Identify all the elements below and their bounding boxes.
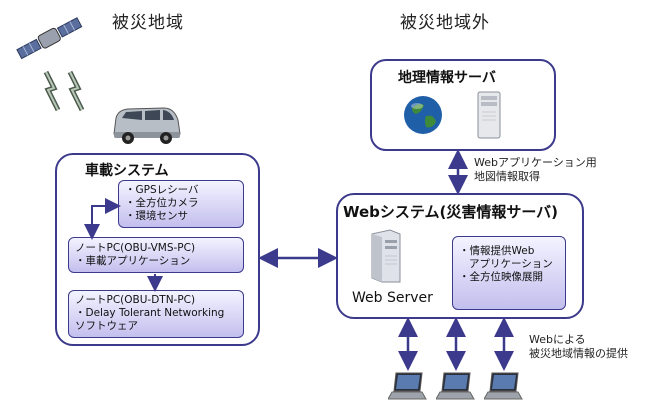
map-fetch-note-line1: Webアプリケーション用 bbox=[474, 156, 597, 169]
provision-note-line2: 被災地域情報の提供 bbox=[529, 347, 628, 360]
dtn-pc-software-suffix: ソフトウェア bbox=[75, 320, 138, 332]
vehicle-system-title: 車載システム bbox=[85, 163, 169, 179]
web-server-caption: Web Server bbox=[352, 290, 433, 306]
dtn-pc-software: ・Delay Tolerant Networking bbox=[75, 307, 225, 319]
vms-pc-box: ノートPC(OBU-VMS-PC) ・車載アプリケーション bbox=[68, 237, 244, 273]
globe-icon bbox=[404, 96, 442, 134]
satellite-icon bbox=[16, 17, 83, 60]
laptop-icon bbox=[388, 372, 427, 400]
dtn-pc-box: ノートPC(OBU-DTN-PC) ・Delay Tolerant Networ… bbox=[68, 290, 244, 338]
sensor-environment: ・環境センサ bbox=[125, 210, 188, 222]
web-app-line1: ・情報提供Web bbox=[459, 245, 535, 257]
map-fetch-note-line2: 地図情報取得 bbox=[474, 170, 540, 183]
arrow-sensor-to-vms bbox=[84, 198, 121, 240]
server-icon bbox=[477, 91, 501, 139]
gis-server-title: 地理情報サーバ bbox=[398, 70, 496, 86]
van-icon bbox=[113, 107, 181, 144]
provision-note-line1: Webによる bbox=[529, 333, 586, 346]
laptop-icon bbox=[436, 372, 475, 400]
vms-pc-app: ・車載アプリケーション bbox=[75, 255, 191, 267]
web-server-icon bbox=[371, 229, 401, 283]
web-app-line2: アプリケーション bbox=[469, 258, 553, 270]
web-app-box: ・情報提供Web アプリケーション ・全方位映像展開 bbox=[452, 236, 566, 310]
region-outside-title: 被災地域外 bbox=[400, 13, 490, 33]
sensor-gps: ・GPSレシーバ bbox=[125, 184, 199, 196]
gis-server-box bbox=[370, 59, 556, 151]
sensor-camera: ・全方位カメラ bbox=[125, 197, 199, 209]
web-app-line3: ・全方位映像展開 bbox=[459, 271, 543, 283]
region-affected-title: 被災地域 bbox=[112, 13, 184, 33]
vms-pc-name: ノートPC(OBU-VMS-PC) bbox=[75, 242, 196, 254]
dtn-pc-name: ノートPC(OBU-DTN-PC) bbox=[75, 294, 196, 306]
laptop-icon bbox=[484, 372, 523, 400]
lightning-icon bbox=[43, 70, 85, 112]
web-system-title: Webシステム(災害情報サーバ) bbox=[343, 203, 559, 221]
